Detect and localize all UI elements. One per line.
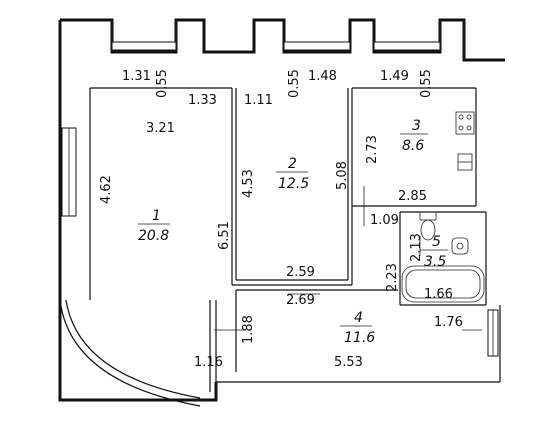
- svg-text:1.09: 1.09: [370, 213, 399, 228]
- left-wall: [58, 20, 218, 402]
- svg-text:5.53: 5.53: [334, 355, 363, 370]
- svg-text:8.6: 8.6: [402, 138, 424, 154]
- svg-text:6.51: 6.51: [217, 221, 232, 250]
- dimension-labels: 1.31 0.55 1.33 1.11 0.55 1.48 1.49 0.55 …: [99, 69, 463, 370]
- svg-text:1.88: 1.88: [241, 315, 256, 344]
- sink-icon: [457, 153, 473, 171]
- svg-text:3: 3: [412, 118, 421, 134]
- window-1: [111, 41, 177, 51]
- svg-text:1.76: 1.76: [434, 315, 463, 330]
- svg-text:0.55: 0.55: [155, 69, 170, 98]
- dimension-ticks: [214, 186, 482, 331]
- svg-text:2.73: 2.73: [365, 135, 380, 164]
- svg-text:5.08: 5.08: [335, 161, 350, 190]
- toilet-icon: [419, 211, 437, 241]
- svg-text:4.53: 4.53: [241, 169, 256, 198]
- room-4-label: 4 11.6: [340, 310, 375, 346]
- svg-text:4.62: 4.62: [99, 175, 114, 204]
- top-windows: [111, 41, 441, 51]
- svg-text:0.55: 0.55: [287, 69, 302, 98]
- bathtub-icon: [401, 265, 485, 303]
- svg-text:0.55: 0.55: [419, 69, 434, 98]
- svg-text:3.21: 3.21: [146, 121, 175, 136]
- svg-text:1: 1: [152, 208, 161, 224]
- svg-text:2.23: 2.23: [385, 263, 400, 292]
- svg-text:2.85: 2.85: [398, 189, 427, 204]
- balcony-arc: [59, 299, 201, 407]
- stove-icon: [455, 111, 475, 135]
- svg-text:12.5: 12.5: [278, 176, 309, 192]
- svg-text:1.16: 1.16: [194, 355, 223, 370]
- svg-text:2.69: 2.69: [286, 293, 315, 308]
- svg-text:1.33: 1.33: [188, 93, 217, 108]
- svg-text:5: 5: [432, 234, 441, 250]
- room-1-label: 1 20.8: [138, 208, 170, 244]
- room-2-label: 2 12.5: [276, 156, 309, 192]
- svg-text:2.59: 2.59: [286, 265, 315, 280]
- svg-text:2: 2: [288, 156, 297, 172]
- washbasin-icon: [451, 237, 469, 255]
- top-wall: [60, 18, 505, 62]
- svg-text:11.6: 11.6: [344, 330, 375, 346]
- svg-text:2.13: 2.13: [409, 233, 424, 262]
- window-2: [283, 41, 351, 51]
- svg-text:1.66: 1.66: [424, 287, 453, 302]
- balcony-arc-inner: [65, 299, 201, 399]
- window-3: [373, 41, 441, 51]
- svg-text:4: 4: [354, 310, 363, 326]
- svg-text:1.48: 1.48: [308, 69, 337, 84]
- right-windows: [487, 309, 499, 357]
- room-5-label: 5 3.5: [420, 234, 448, 270]
- interior-walls: [89, 87, 501, 392]
- svg-text:1.31: 1.31: [122, 69, 151, 84]
- svg-text:1.11: 1.11: [244, 93, 273, 108]
- svg-text:1.49: 1.49: [380, 69, 409, 84]
- room-3-label: 3 8.6: [400, 118, 428, 154]
- svg-text:20.8: 20.8: [138, 228, 169, 244]
- svg-text:3.5: 3.5: [424, 254, 446, 270]
